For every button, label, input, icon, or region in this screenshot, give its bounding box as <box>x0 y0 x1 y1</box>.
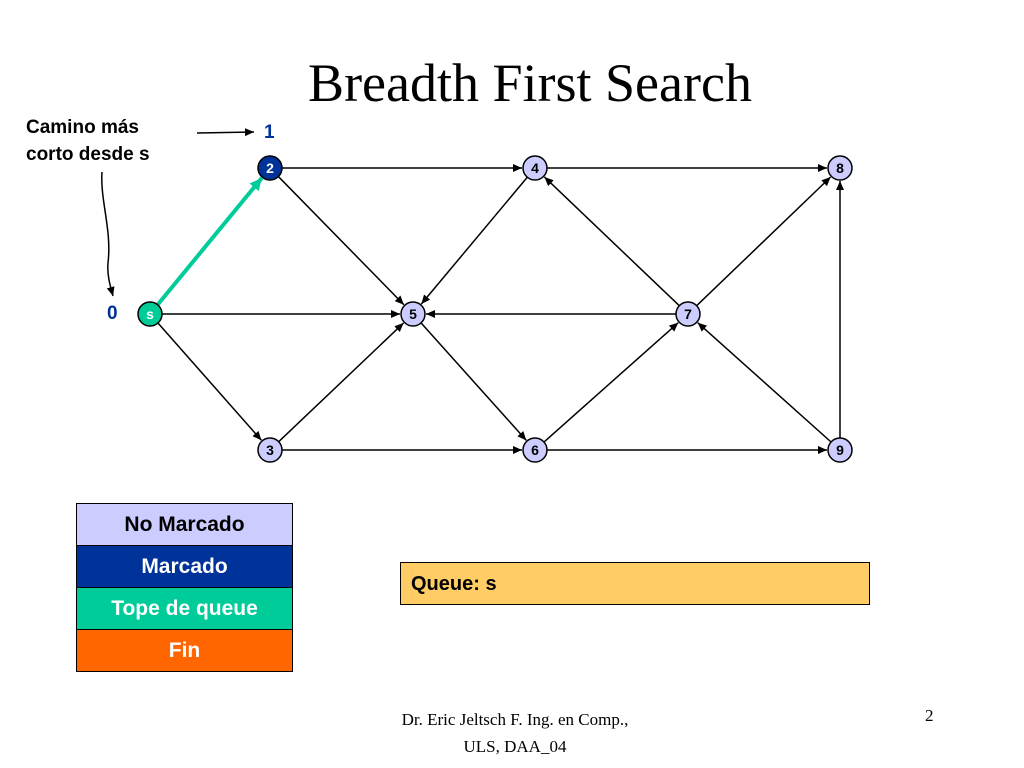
node-circle-s <box>137 301 163 327</box>
node-circle-6 <box>522 437 548 463</box>
edge-s-to-n2 <box>156 176 264 306</box>
legend: No Marcado Marcado Tope de queue Fin <box>76 503 293 672</box>
legend-label-queue-top: Tope de queue <box>111 597 258 620</box>
graph-node-7: 7 <box>675 301 701 327</box>
node-circle-8 <box>827 155 853 181</box>
legend-item-marked: Marcado <box>77 546 292 588</box>
edge-n4-to-n5 <box>420 176 528 305</box>
legend-item-finished: Fin <box>77 630 292 671</box>
distance-label-node-2: 1 <box>264 122 275 143</box>
node-label-8: 8 <box>836 160 844 176</box>
page-number: 2 <box>925 706 934 725</box>
graph-node-6: 6 <box>522 437 548 463</box>
node-circle-5 <box>400 301 426 327</box>
legend-label-finished: Fin <box>168 639 201 662</box>
node-label-6: 6 <box>531 442 539 458</box>
queue-box: Queue: s <box>400 562 870 605</box>
legend-item-unmarked: No Marcado <box>77 504 292 546</box>
slide-title: Breadth First Search <box>308 53 752 113</box>
node-circle-2 <box>257 155 283 181</box>
graph-node-s: s <box>137 301 163 327</box>
graph-node-3: 3 <box>257 437 283 463</box>
edge-n7-to-n8 <box>696 176 832 307</box>
distance-label-node-s: 0 <box>107 303 118 324</box>
annotation-arrow-to-distance-1 <box>196 128 255 137</box>
edge-s-to-n3 <box>157 322 262 441</box>
shortest-path-annotation: Camino más corto desde s <box>26 117 150 165</box>
graph-node-4: 4 <box>522 155 548 181</box>
node-circle-4 <box>522 155 548 181</box>
legend-label-marked: Marcado <box>141 555 228 578</box>
edge-n9-to-n7 <box>697 322 832 443</box>
node-label-2: 2 <box>266 160 274 176</box>
legend-label-unmarked: No Marcado <box>124 513 245 536</box>
node-label-5: 5 <box>409 306 417 322</box>
node-label-9: 9 <box>836 442 844 458</box>
edge-n6-to-n7 <box>543 322 679 443</box>
edge-n7-to-n4 <box>543 176 680 307</box>
edge-n5-to-n6 <box>420 322 527 441</box>
annotation-arrow-to-distance-0 <box>101 171 115 297</box>
edge-n2-to-n5 <box>277 176 405 306</box>
node-label-7: 7 <box>684 306 692 322</box>
footer-author: Dr. Eric Jeltsch F. Ing. en Comp., ULS, … <box>401 710 629 756</box>
node-label-s: s <box>146 306 154 322</box>
node-circle-3 <box>257 437 283 463</box>
node-label-3: 3 <box>266 442 274 458</box>
graph-node-9: 9 <box>827 437 853 463</box>
graph-node-8: 8 <box>827 155 853 181</box>
graph-node-5: 5 <box>400 301 426 327</box>
node-circle-9 <box>827 437 853 463</box>
legend-item-queue-top: Tope de queue <box>77 588 292 630</box>
graph-node-2: 2 <box>257 155 283 181</box>
node-label-4: 4 <box>531 160 539 176</box>
edge-n3-to-n5 <box>278 322 405 443</box>
node-circle-7 <box>675 301 701 327</box>
